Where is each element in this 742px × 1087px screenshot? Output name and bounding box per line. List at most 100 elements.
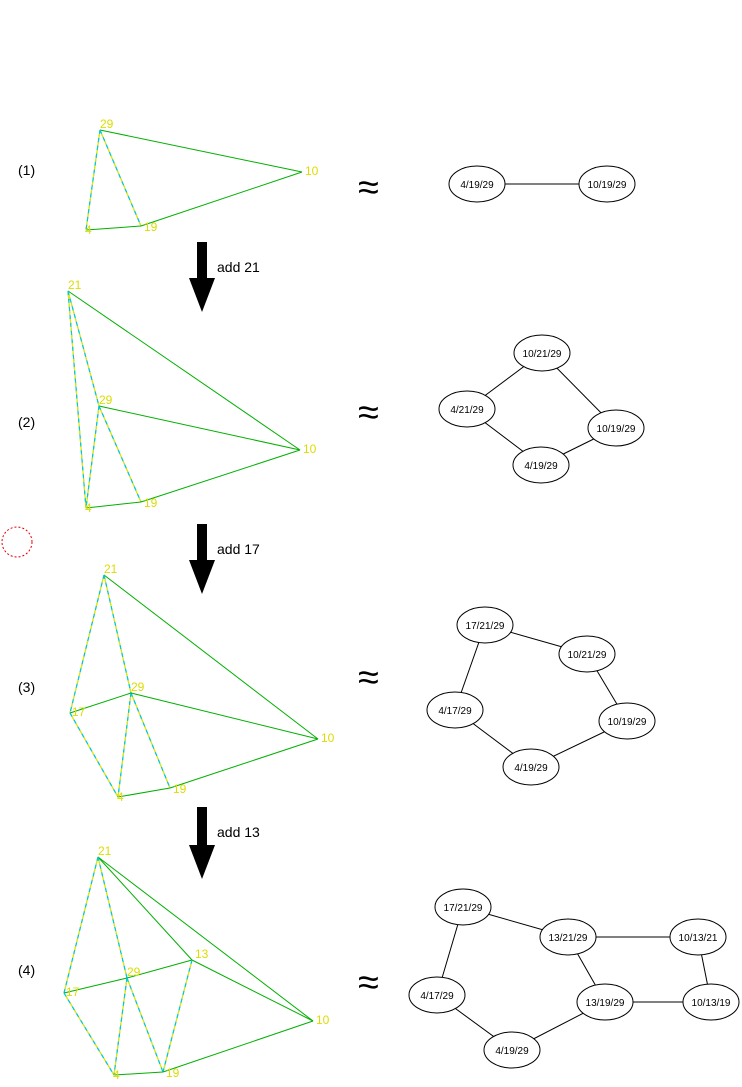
graph-node-ellipse	[438, 390, 496, 428]
graph-node-ellipse	[682, 983, 740, 1021]
tri-edge-dash	[99, 129, 142, 227]
graph-node-label: 13/19/29	[586, 998, 625, 1009]
graph-node: 17/21/29	[434, 888, 492, 926]
tri-edge-dash	[69, 574, 105, 714]
step-label: (1)	[18, 162, 35, 178]
graph-node-label: 4/21/29	[450, 405, 484, 416]
graph-node-label: 10/13/19	[692, 998, 731, 1009]
vertex-label-21: 21	[98, 844, 112, 858]
step-label: (4)	[18, 962, 35, 978]
vertex-label-10: 10	[305, 164, 319, 178]
tri-edge	[85, 225, 142, 231]
graph-node: 10/21/29	[558, 635, 616, 673]
arrow-head	[189, 278, 215, 312]
graph-node-ellipse	[539, 918, 597, 956]
tri-edge	[126, 959, 193, 979]
tri-edge	[98, 405, 301, 451]
tri-edge-dash	[85, 129, 101, 231]
graph-node-label: 10/21/29	[523, 349, 562, 360]
tri-edge	[191, 959, 314, 1022]
tri-edge	[103, 574, 319, 740]
step-2: (2)212910194≈10/21/294/21/2910/19/294/19…	[18, 278, 645, 515]
tri-edge-dash	[63, 992, 115, 1076]
graph-node-label: 10/21/29	[568, 650, 607, 661]
arrow-1: add 21	[189, 242, 260, 312]
graph-node: 4/19/29	[502, 748, 560, 786]
graph-node-ellipse	[448, 165, 506, 203]
vertex-label-19: 19	[144, 496, 158, 510]
tri-edge	[99, 129, 303, 173]
graph-node-ellipse	[576, 983, 634, 1021]
transition-label: add 17	[217, 541, 260, 557]
graph-node: 4/19/29	[483, 1031, 541, 1069]
graph-node: 17/21/29	[456, 606, 514, 644]
graph-node-ellipse	[558, 635, 616, 673]
graph-node-label: 4/19/29	[495, 1046, 529, 1057]
vertex-label-10: 10	[316, 1013, 330, 1027]
tri-edge	[69, 692, 132, 714]
vertex-label-19: 19	[173, 782, 187, 796]
arrow-3: add 13	[189, 807, 260, 879]
tri-edge-dash	[85, 405, 100, 509]
arrow-shaft	[197, 524, 207, 562]
graph-node-ellipse	[456, 606, 514, 644]
graph-node-ellipse	[426, 691, 484, 729]
tri-edge-dash	[162, 959, 193, 1073]
vertex-label-4: 4	[85, 501, 92, 515]
graph-node: 10/21/29	[513, 334, 571, 372]
vertex-label-4: 4	[113, 1068, 120, 1082]
vertex-label-4: 4	[85, 223, 92, 237]
vertex-label-10: 10	[321, 731, 335, 745]
tri-edge	[63, 977, 128, 994]
vertex-label-29: 29	[99, 393, 113, 407]
step-label: (2)	[18, 414, 35, 430]
tri-edge-dash	[130, 692, 171, 789]
graph-node-label: 4/17/29	[420, 991, 454, 1002]
graph-node-ellipse	[513, 334, 571, 372]
tri-edge	[113, 1071, 164, 1076]
tri-edge-dash	[103, 574, 132, 694]
arrow-shaft	[197, 807, 207, 847]
graph-node-label: 17/21/29	[444, 903, 483, 914]
graph-node: 4/17/29	[408, 976, 466, 1014]
graph-node-ellipse	[408, 976, 466, 1014]
graph-node: 13/19/29	[576, 983, 634, 1021]
tri-edge-dash	[85, 129, 101, 231]
tri-edge	[67, 290, 301, 451]
tri-edge	[130, 692, 319, 740]
vertex-label-29: 29	[100, 117, 114, 131]
tri-edge-dash	[85, 405, 100, 509]
vertex-label-21: 21	[68, 278, 82, 292]
triangulation: 21 29 10 19 4	[67, 278, 317, 515]
tri-edge-dash	[67, 290, 100, 407]
tri-edge-dash	[98, 405, 142, 503]
tri-edge	[140, 449, 301, 503]
graph-node-ellipse	[512, 446, 570, 484]
graph-node-label: 13/21/29	[549, 933, 588, 944]
tri-edge	[117, 787, 171, 798]
graph-node-ellipse	[669, 918, 727, 956]
approx-symbol: ≈	[358, 657, 379, 699]
tri-edge-dash	[117, 692, 132, 798]
transition-label: add 13	[217, 824, 260, 840]
step-3: (3)21172910194≈17/21/2910/21/294/17/2910…	[18, 562, 656, 804]
tri-edge	[162, 1020, 314, 1073]
graph-node-label: 10/19/29	[597, 424, 636, 435]
vertex-label-10: 10	[303, 442, 317, 456]
graph-node-label: 4/19/29	[514, 763, 548, 774]
tri-edge	[97, 856, 314, 1022]
transition-label: add 21	[217, 259, 260, 275]
tri-edge	[140, 171, 303, 227]
tri-edge-dash	[126, 977, 164, 1073]
vertex-label-21: 21	[104, 562, 118, 576]
graph-node-label: 4/17/29	[438, 706, 472, 717]
vertex-label-19: 19	[166, 1066, 180, 1080]
